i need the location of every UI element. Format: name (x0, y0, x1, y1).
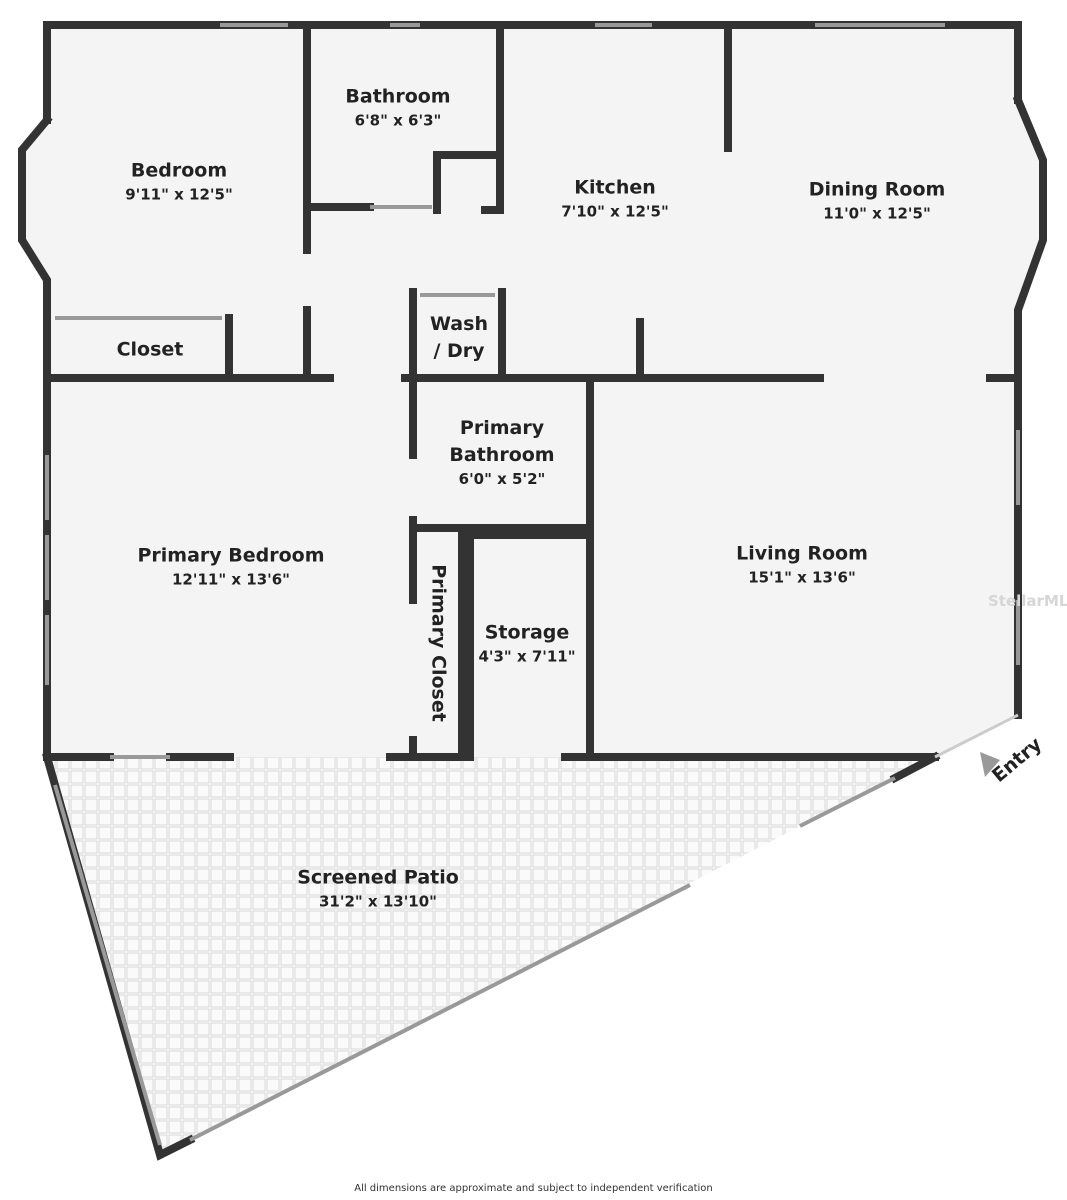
room-closet: Closet (116, 338, 184, 361)
house-floor (22, 25, 1043, 757)
room-primary-closet: Primary Closet (427, 564, 450, 722)
room-wash-dry: Wash/ Dry (430, 313, 488, 362)
patio-floor (47, 757, 935, 1155)
windows (45, 23, 1020, 1146)
disclaimer: All dimensions are approximate and subje… (354, 1183, 713, 1194)
watermark: StellarMLS (988, 592, 1067, 610)
entry-arrow-icon (980, 752, 1000, 777)
entry-door[interactable] (934, 713, 1019, 759)
